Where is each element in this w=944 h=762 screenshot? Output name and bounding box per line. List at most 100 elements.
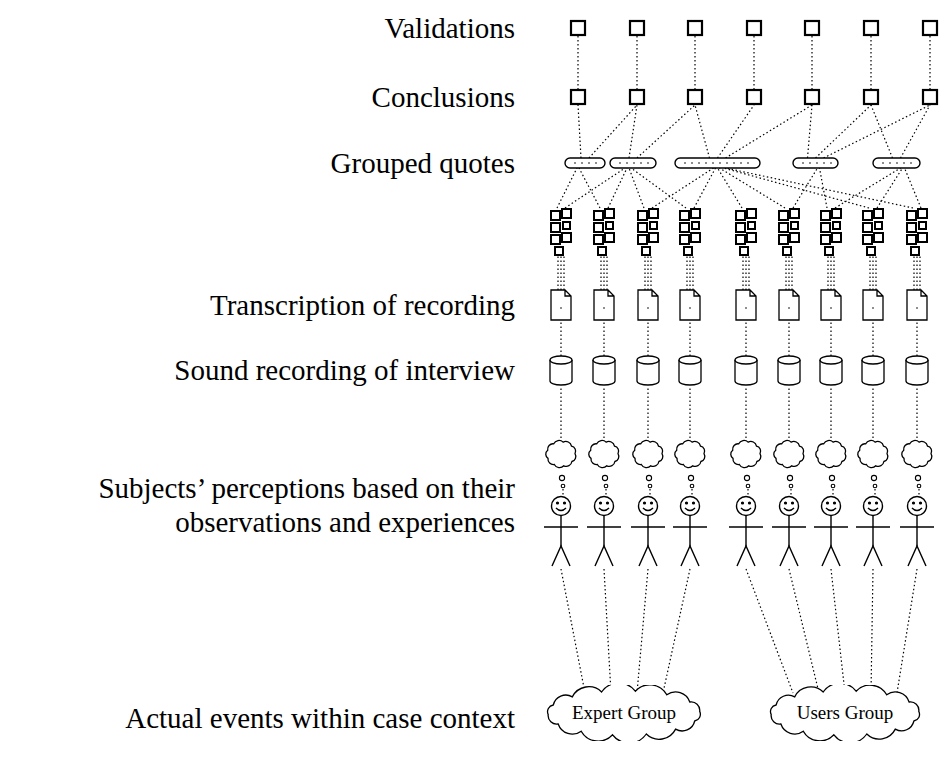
row-label: Transcription of recording	[210, 288, 515, 322]
figure-legs	[737, 546, 755, 566]
quote-dot	[698, 162, 700, 164]
thought-bubble	[829, 475, 834, 480]
quote-square	[874, 209, 883, 218]
dotted-line	[652, 168, 714, 208]
figure-body	[745, 516, 746, 547]
document-dot	[830, 307, 832, 309]
dotted-line	[913, 256, 914, 290]
transcript-document	[779, 290, 799, 320]
figure-body	[830, 516, 831, 547]
figure-smile	[556, 508, 566, 511]
figure-arms	[900, 526, 934, 527]
quote-square	[863, 223, 872, 232]
figure-eye	[742, 502, 744, 504]
quote-square	[748, 222, 755, 229]
dotted-line	[724, 168, 870, 208]
conclusion-square	[688, 90, 702, 104]
quote-square	[562, 209, 571, 218]
quote-square	[779, 235, 788, 244]
dotted-line	[905, 168, 922, 208]
stick-figure	[631, 497, 665, 567]
dotted-line	[869, 256, 870, 290]
quote-square	[692, 222, 699, 229]
dotted-line	[694, 36, 695, 89]
quote-dot	[633, 162, 635, 164]
quote-dot	[684, 162, 686, 164]
validation-square	[630, 21, 644, 35]
figure-head	[595, 497, 614, 516]
thought-bubble	[646, 475, 651, 480]
thought-cloud	[675, 440, 705, 467]
quote-square	[907, 223, 916, 232]
dotted-line	[637, 569, 648, 693]
figure-smile	[784, 508, 794, 511]
quote-dot	[595, 162, 597, 164]
dotted-line	[637, 105, 695, 158]
thought-bubble	[789, 484, 793, 488]
quote-square	[747, 209, 756, 218]
thought-cloud	[858, 440, 888, 467]
quote-square	[551, 223, 560, 232]
dotted-line	[689, 386, 690, 438]
figure-arms	[673, 526, 707, 527]
quote-square	[691, 233, 700, 242]
dotted-line	[560, 256, 561, 290]
figure-eye	[913, 502, 915, 504]
figure-head	[780, 497, 799, 516]
stick-figure	[544, 497, 578, 567]
document-dot	[916, 307, 918, 309]
thought-bubble	[917, 484, 921, 488]
thought-cloud	[816, 440, 846, 467]
stick-figure	[772, 497, 806, 567]
dotted-line	[897, 569, 917, 693]
quote-square	[918, 233, 927, 242]
cylinder-top	[820, 356, 842, 364]
dotted-line	[608, 168, 627, 208]
dotted-line	[726, 168, 914, 208]
thought-cloud	[589, 440, 619, 467]
dotted-line	[636, 36, 637, 89]
quote-square	[736, 235, 745, 244]
quote-square	[594, 223, 603, 232]
thought-bubble	[559, 475, 564, 480]
quote-dot	[691, 162, 693, 164]
quote-dot	[626, 162, 628, 164]
row-label: Sound recording of interview	[174, 353, 515, 387]
conclusion-square	[571, 90, 585, 104]
conclusion-square	[805, 90, 819, 104]
cylinder-top	[862, 356, 884, 364]
figure-head	[864, 497, 883, 516]
quote-dot	[747, 162, 749, 164]
transcript-document	[638, 290, 658, 320]
cylinder-top	[593, 356, 615, 364]
document-dot	[872, 307, 874, 309]
figure-arms	[814, 526, 848, 527]
dotted-line	[748, 256, 749, 290]
thought-bubble	[873, 484, 877, 488]
dotted-line	[603, 256, 604, 290]
thought-bubble	[648, 484, 652, 488]
figure-eye	[876, 502, 878, 504]
figure-smile	[643, 508, 653, 511]
conclusion-square	[747, 90, 761, 104]
quote-dot	[809, 162, 811, 164]
figure-head	[639, 497, 658, 516]
dotted-line	[793, 168, 818, 208]
dotted-line	[579, 168, 600, 208]
dotted-line	[560, 321, 561, 356]
quote-square	[650, 222, 657, 229]
quote-square	[736, 223, 745, 232]
quote-dot	[726, 162, 728, 164]
transcript-document	[821, 290, 841, 320]
figure-smile	[741, 508, 751, 511]
dotted-line	[791, 256, 792, 290]
dotted-line	[785, 256, 786, 290]
grouped-quote-pill	[565, 158, 605, 168]
figure-eye	[792, 502, 794, 504]
quote-square	[606, 222, 613, 229]
conclusion-square	[864, 90, 878, 104]
thought-cloud	[774, 440, 804, 467]
quote-square	[867, 247, 875, 255]
figure-smile	[599, 508, 609, 511]
dotted-line	[820, 168, 828, 208]
